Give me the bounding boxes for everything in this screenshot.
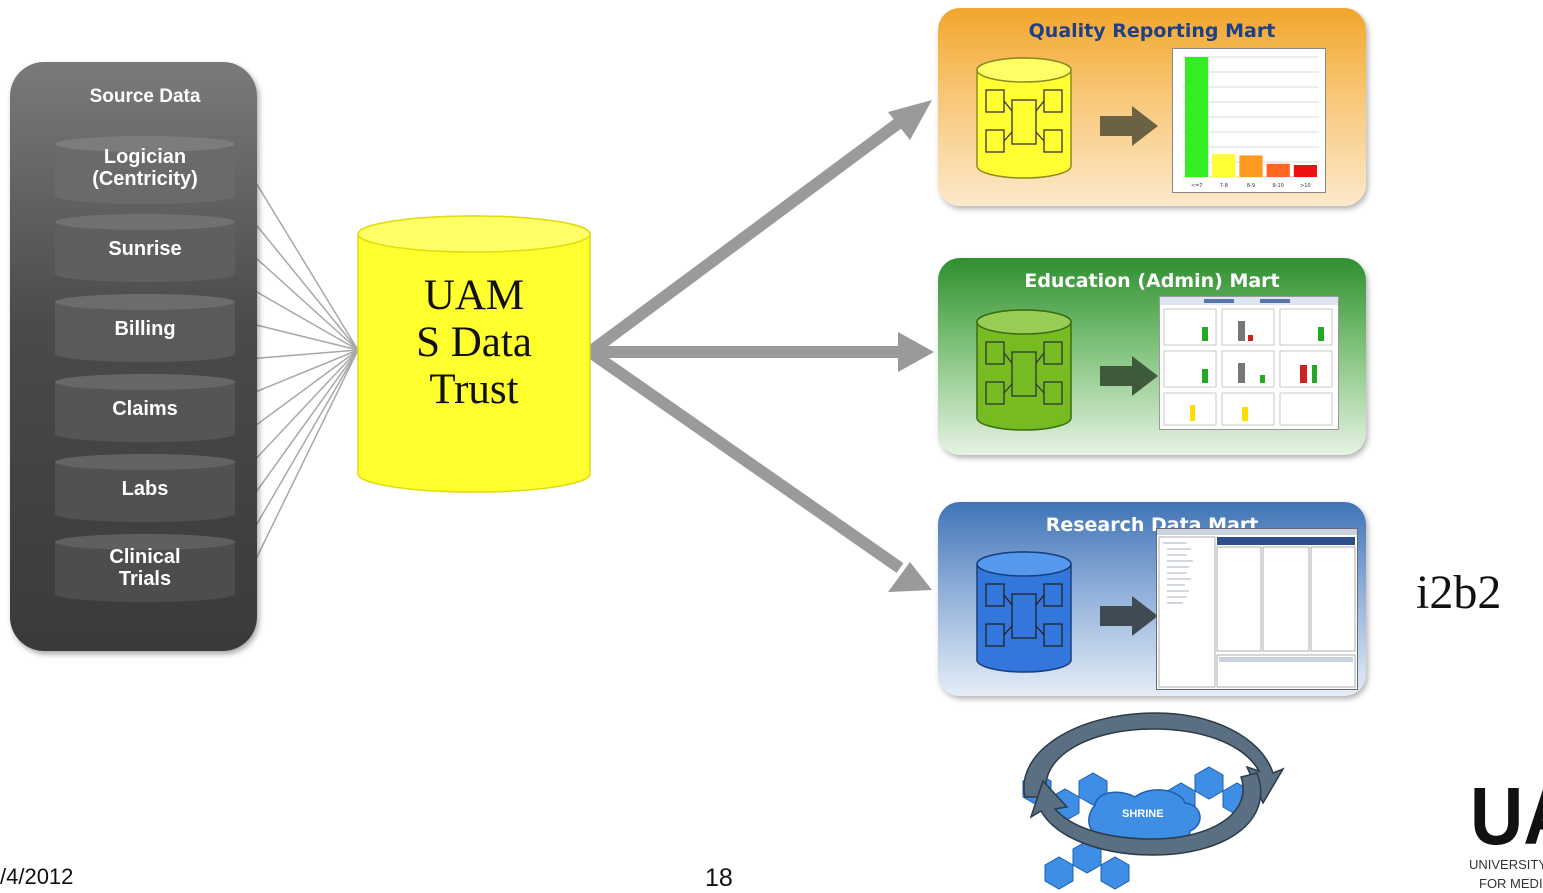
- source-item-label: Labs: [121, 478, 169, 500]
- research-data-mart: Research Data Mart: [938, 502, 1366, 696]
- data-trust-cylinder-icon: [357, 215, 591, 493]
- quality-reporting-mart: Quality Reporting Mart <=7 7-8 8-9 9-10 >10: [938, 8, 1366, 206]
- chart-tick-label: 9-10: [1273, 183, 1284, 189]
- slide-date: /4/2012: [0, 864, 74, 889]
- source-item-label: Clinical Trials: [109, 546, 181, 590]
- database-cylinder-icon: [976, 551, 1072, 673]
- shrine-label: SHRINE: [1122, 808, 1164, 820]
- mart-title: Quality Reporting Mart: [1028, 20, 1276, 42]
- database-cylinder-icon: [55, 294, 235, 362]
- source-item-billing: Billing: [55, 294, 235, 362]
- chart-bar: [1266, 163, 1290, 177]
- i2b2-label: i2b2: [1416, 566, 1502, 619]
- logo-caption-line1: UNIVERSITY OF ARKA: [1469, 857, 1543, 872]
- chart-tick-label: 8-9: [1247, 183, 1255, 189]
- dashboard-grid-icon: [1160, 297, 1338, 426]
- source-item-label: Claims: [112, 398, 178, 420]
- source-item-labs: Labs: [55, 454, 235, 522]
- arrow-right-icon: [1100, 356, 1158, 396]
- slide-number: 18: [705, 864, 733, 892]
- chart-bar: [1293, 165, 1317, 177]
- uams-logo: UAM: [1470, 771, 1543, 850]
- chart-bar: [1185, 57, 1209, 177]
- application-window-icon: [1157, 529, 1357, 688]
- arrow-to-education-icon: [898, 332, 934, 372]
- source-item-claims: Claims: [55, 374, 235, 442]
- source-item-label: Billing: [114, 318, 176, 340]
- chart-tick-label: >10: [1300, 183, 1311, 189]
- chart-bar: [1239, 155, 1263, 177]
- source-item-label: Logician (Centricity): [92, 146, 198, 190]
- arrow-to-quality-icon: [888, 100, 932, 140]
- database-cylinder-icon: [55, 136, 235, 204]
- arrow-to-research-icon: [888, 562, 932, 592]
- database-cylinder-icon: [976, 57, 1072, 179]
- source-item-label: Sunrise: [108, 238, 182, 260]
- mart-title: Education (Admin) Mart: [1024, 270, 1280, 292]
- i2b2-screen-thumbnail: [1156, 528, 1358, 690]
- chart-tick-label: 7-8: [1220, 183, 1228, 189]
- data-trust-label: UAM S Data Trust: [416, 272, 532, 413]
- shrine-network-icon: [1022, 712, 1285, 890]
- trust-to-mart-arrows: [586, 100, 934, 592]
- chart-bar: [1212, 154, 1236, 177]
- arrow-right-icon: [1100, 106, 1158, 146]
- source-item-logician: Logician (Centricity): [55, 136, 235, 204]
- database-cylinder-icon: [976, 309, 1072, 431]
- svg-text:UAM: UAM: [1470, 771, 1543, 850]
- database-cylinder-icon: [55, 214, 235, 282]
- dashboard-thumbnail: [1159, 296, 1339, 430]
- quality-bar-chart: <=7 7-8 8-9 9-10 >10: [1183, 56, 1319, 189]
- database-cylinder-icon: [55, 534, 235, 602]
- bar-chart-thumbnail: <=7 7-8 8-9 9-10 >10: [1172, 48, 1326, 193]
- logo-caption-line2: FOR MEDICAL SCIE: [1479, 876, 1543, 891]
- database-cylinder-icon: [55, 454, 235, 522]
- database-cylinder-icon: [55, 374, 235, 442]
- chart-tick-label: <=7: [1191, 183, 1203, 189]
- education-admin-mart: Education (Admin) Mart: [938, 258, 1366, 455]
- source-item-sunrise: Sunrise: [55, 214, 235, 282]
- source-item-clinical-trials: Clinical Trials: [55, 534, 235, 602]
- source-data-title: Source Data: [89, 86, 201, 107]
- arrow-right-icon: [1100, 596, 1158, 636]
